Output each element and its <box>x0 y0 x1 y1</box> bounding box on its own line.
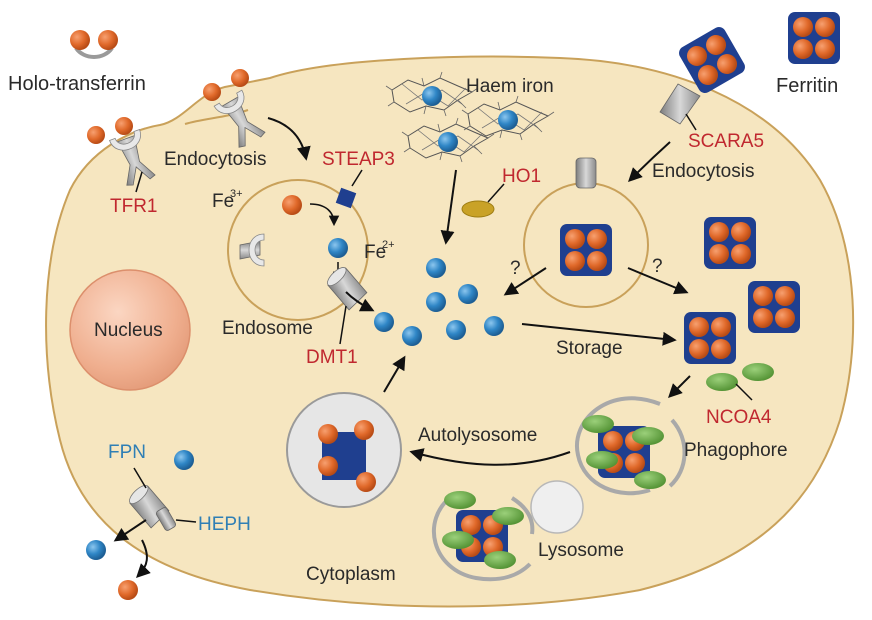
steap3-icon <box>335 187 357 209</box>
ho1-icon <box>461 200 495 218</box>
ncoa4-icon <box>706 363 774 391</box>
degrading-ferritin <box>318 420 376 492</box>
label-heph: HEPH <box>198 514 251 535</box>
label-endocytosis-right: Endocytosis <box>652 161 754 182</box>
ferritin-icon <box>684 312 736 364</box>
nucleus <box>69 269 191 391</box>
ferritin-icon <box>748 281 800 333</box>
label-fpn: FPN <box>108 442 146 463</box>
label-holo-transferrin: Holo-transferrin <box>8 73 146 95</box>
autophagosome <box>432 491 535 582</box>
ferritin-icon <box>560 224 612 276</box>
label-ho1: HO1 <box>502 166 541 187</box>
label-tfr1: TFR1 <box>110 196 158 217</box>
label-fe3-charge: 3+ <box>230 188 243 200</box>
label-endocytosis-left: Endocytosis <box>164 149 266 170</box>
label-scara5: SCARA5 <box>688 131 764 152</box>
label-fe3: Fe <box>212 191 234 212</box>
label-endosome: Endosome <box>222 318 313 339</box>
ferritin-icon <box>704 217 756 269</box>
label-haem-iron: Haem iron <box>466 76 554 97</box>
label-cytoplasm: Cytoplasm <box>306 564 396 585</box>
haem-icon <box>385 71 555 163</box>
label-ncoa4: NCOA4 <box>706 407 772 428</box>
label-nucleus: Nucleus <box>94 320 163 341</box>
label-dmt1: DMT1 <box>306 347 358 368</box>
label-steap3: STEAP3 <box>322 149 395 170</box>
label-phagophore: Phagophore <box>684 440 788 461</box>
transferrin-receptor-icon <box>239 233 265 267</box>
label-storage: Storage <box>556 338 623 359</box>
phagophore <box>574 396 687 496</box>
holo-transferrin-icon <box>70 30 118 59</box>
labile-iron-pool <box>374 258 504 346</box>
label-ferritin: Ferritin <box>776 75 838 97</box>
label-question-left: ? <box>510 258 521 279</box>
ferritin-icon <box>788 12 840 64</box>
transporter-icon <box>659 83 701 125</box>
label-question-right: ? <box>652 256 663 277</box>
label-lysosome: Lysosome <box>538 540 624 561</box>
label-fe2-charge: 2+ <box>382 239 395 251</box>
lysosome <box>530 480 584 534</box>
label-fe2: Fe <box>364 242 386 263</box>
endosome <box>227 179 369 321</box>
label-autolysosome: Autolysosome <box>418 425 537 446</box>
